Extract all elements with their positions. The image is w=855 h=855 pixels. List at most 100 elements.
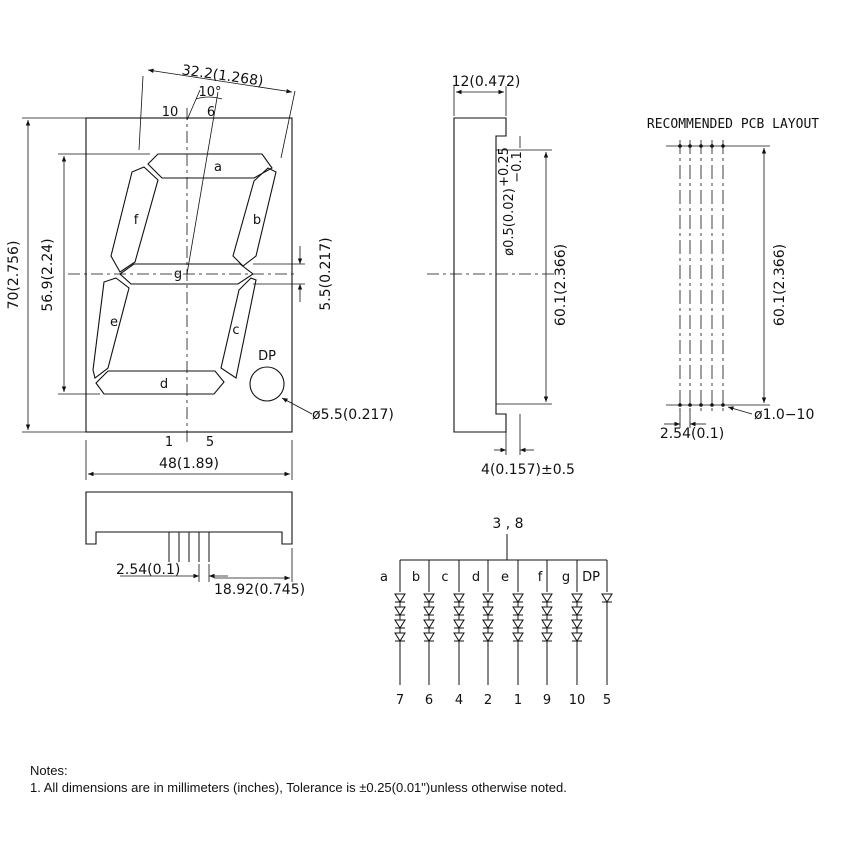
led-diode: [453, 619, 465, 629]
led-diode: [541, 619, 553, 629]
side-dim-thickness: 12(0.472): [452, 74, 521, 90]
segment-e-outline: [92, 277, 130, 379]
led-diode: [512, 619, 524, 629]
front-body-outline: [85, 117, 293, 433]
led-diode: [541, 593, 553, 603]
bottom-dim-pin-row: 18.92(0.745): [214, 582, 305, 598]
led-diode: [512, 593, 524, 603]
segment-label-e: e: [110, 315, 118, 330]
bottom-body-outline: [85, 491, 293, 545]
led-diode: [571, 606, 583, 616]
segment-label-dp: DP: [258, 349, 276, 364]
dim-dp-diameter: ø5.5(0.217): [312, 407, 394, 423]
led-diode: [541, 632, 553, 642]
pin-label-6: 6: [207, 105, 215, 120]
pcb-layout: [664, 140, 770, 428]
segment-a-outline: [147, 153, 273, 179]
led-diode: [482, 606, 494, 616]
led-diode: [453, 593, 465, 603]
segment-label-b: b: [253, 213, 261, 228]
schematic-segment-label: DP: [582, 570, 600, 585]
pcb-dim-pitch: 2.54(0.1): [660, 426, 724, 442]
notes-heading: Notes:: [30, 763, 68, 778]
side-body-outline: [453, 117, 507, 433]
side-view: [427, 86, 560, 455]
dim-width-total: 48(1.89): [159, 456, 219, 472]
dp-circle: [249, 366, 285, 402]
pcb-columns: [679, 140, 724, 412]
segment-f-outline: [110, 166, 159, 273]
led-diode: [394, 593, 406, 603]
notes-line-1: 1. All dimensions are in millimeters (in…: [30, 780, 567, 795]
dim-segment-width: 5.5(0.217): [318, 237, 334, 310]
schematic: [394, 534, 613, 685]
pin-label-5: 5: [206, 435, 214, 450]
segment-label-g: g: [174, 267, 182, 282]
led-diode: [571, 593, 583, 603]
pin-label-10: 10: [162, 105, 179, 120]
led-diode: [423, 632, 435, 642]
led-diode: [453, 606, 465, 616]
segment-d-outline: [95, 370, 225, 395]
schematic-segment-label: d: [472, 570, 480, 585]
bottom-pins: [168, 532, 210, 562]
led-chain-f: [541, 560, 553, 685]
led-chain-a: [394, 560, 406, 685]
dim-height-digit: 56.9(2.24): [40, 238, 56, 311]
led-chain-b: [423, 560, 435, 685]
led-diode: [453, 632, 465, 642]
led-diode: [394, 606, 406, 616]
segment-label-d: d: [160, 377, 168, 392]
bottom-view: [85, 491, 293, 582]
pin-label-1: 1: [165, 435, 173, 450]
pcb-holes-top: [678, 144, 725, 148]
led-diode: [571, 619, 583, 629]
led-chain-c: [453, 560, 465, 685]
led-diode: [482, 593, 494, 603]
dim-height-total: 70(2.756): [6, 241, 22, 310]
segment-b-outline: [232, 167, 277, 267]
schematic-segment-label: a: [380, 570, 388, 585]
notes-block: Notes: 1. All dimensions are in millimet…: [30, 762, 567, 796]
pcb-dim-hole: ø1.0−10: [754, 407, 814, 423]
led-chain-g: [571, 560, 583, 685]
schematic-pin-number: 10: [569, 693, 586, 708]
schematic-pin-number: 7: [396, 693, 404, 708]
led-diode: [423, 593, 435, 603]
led-chain-dp: [601, 560, 613, 685]
schematic-segment-label: f: [538, 570, 543, 585]
led-diode: [541, 606, 553, 616]
side-tol-plus: +0.25: [497, 147, 512, 187]
segment-label-f: f: [134, 213, 139, 228]
schematic-pin-number: 4: [455, 693, 463, 708]
front-view: [22, 68, 313, 480]
segment-label-a: a: [214, 160, 222, 175]
side-dim-row-span: 60.1(2.366): [553, 244, 569, 326]
schematic-segment-label: e: [501, 570, 509, 585]
schematic-pin-number: 5: [603, 693, 611, 708]
pcb-title: RECOMMENDED PCB LAYOUT: [647, 117, 819, 132]
pcb-holes-bottom: [678, 403, 725, 407]
schematic-segment-label: c: [441, 570, 448, 585]
schematic-pin-number: 1: [514, 693, 522, 708]
pcb-dim-span: 60.1(2.366): [772, 244, 788, 326]
led-diode: [571, 632, 583, 642]
led-diode: [423, 606, 435, 616]
led-chain-e: [512, 560, 524, 685]
led-diode: [482, 619, 494, 629]
schematic-pin-number: 6: [425, 693, 433, 708]
led-diode: [394, 619, 406, 629]
side-tol-minus: −0.1: [510, 151, 525, 183]
segment-c-outline: [220, 277, 257, 379]
led-diode: [601, 593, 613, 603]
side-dim-pin-len: 4(0.157)±0.5: [481, 462, 575, 478]
angle-label: 10°: [198, 85, 221, 100]
led-diode: [512, 606, 524, 616]
led-diode: [423, 619, 435, 629]
led-diode: [482, 632, 494, 642]
side-dim-pin-dia: ø0.5(0.02): [502, 188, 517, 256]
dim-width-top: 32.2(1.268): [181, 62, 265, 89]
schematic-segment-label: b: [412, 570, 420, 585]
